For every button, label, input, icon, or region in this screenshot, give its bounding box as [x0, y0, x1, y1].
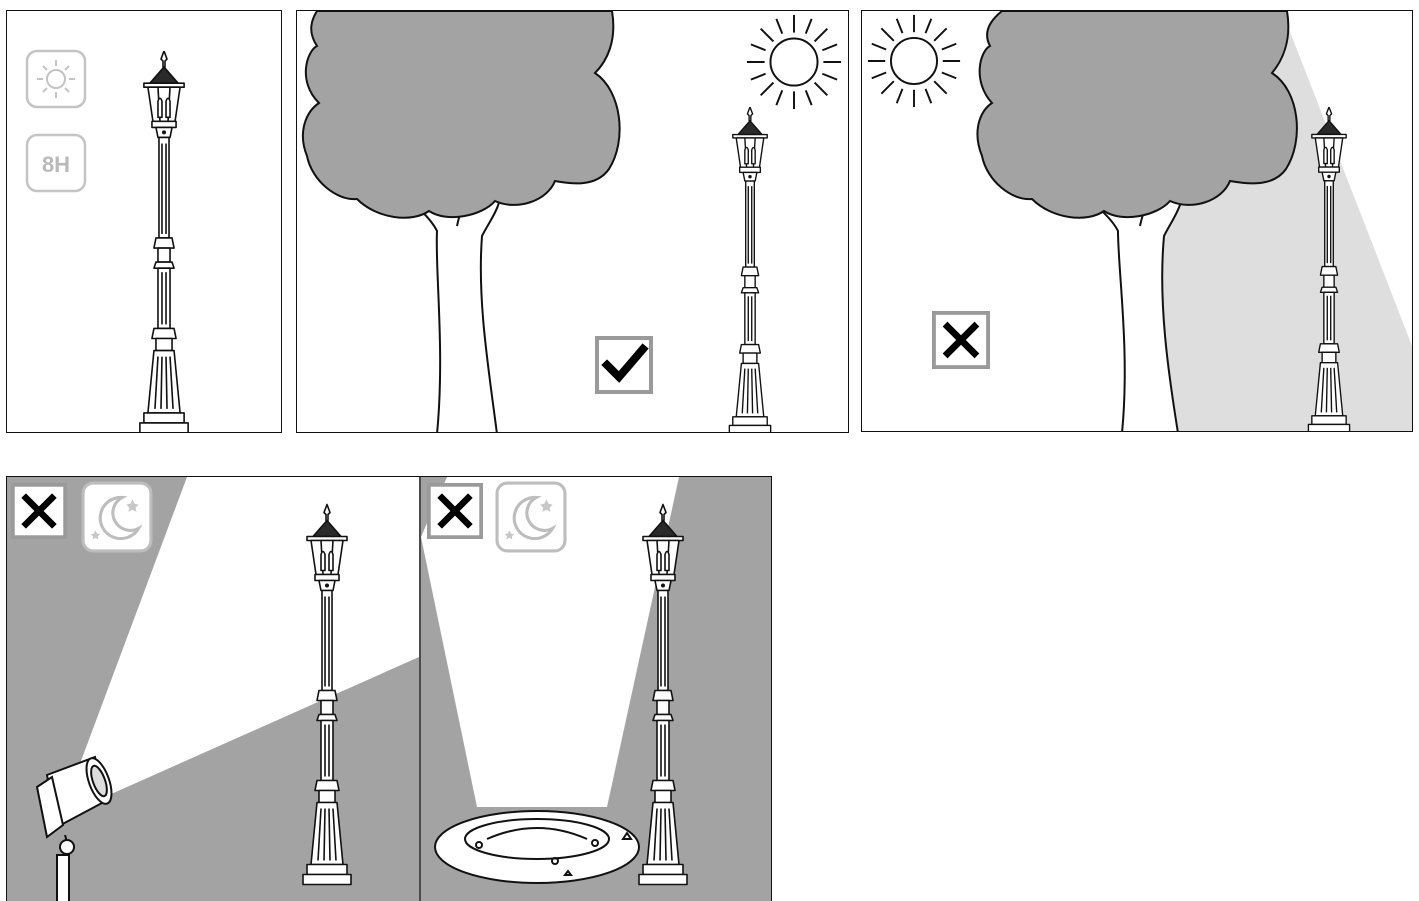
hours-badge-label: 8H: [42, 152, 70, 177]
panel-correct-placement: [296, 10, 849, 433]
tree: [303, 11, 620, 433]
check-icon: [597, 338, 651, 392]
lamp-post: [729, 107, 770, 433]
panel-full-sun-hours: 8H: [6, 10, 282, 433]
sun-icon: [868, 15, 960, 107]
panel-spotlight-interference: [7, 477, 419, 901]
panel-shaded-placement: [861, 10, 1413, 432]
hours-badge: 8H: [27, 135, 85, 191]
ground-light-icon: [435, 811, 639, 883]
panel-night-lights: [6, 476, 772, 901]
moon-icon: [497, 483, 565, 551]
sun-icon: [747, 15, 841, 109]
moon-icon: [83, 483, 151, 551]
lamp-post: [140, 51, 188, 433]
x-icon: [934, 313, 988, 367]
sun-icon: [27, 51, 85, 107]
x-icon: [429, 485, 481, 537]
x-icon: [13, 485, 65, 537]
panel-ground-light-interference: [421, 477, 772, 901]
